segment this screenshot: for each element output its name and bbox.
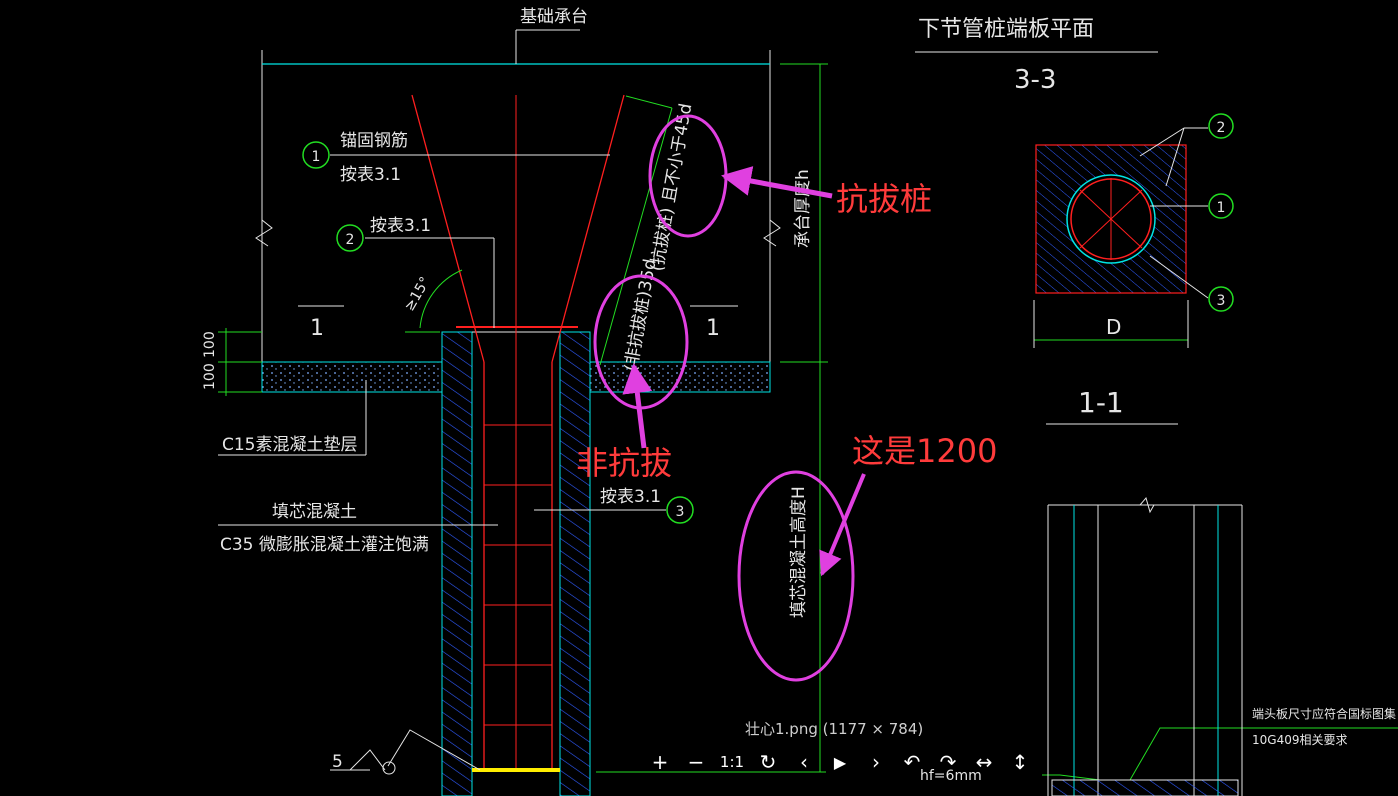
rotate-right-button[interactable]: ↷ (939, 750, 957, 774)
section-1-right: 1 (706, 316, 720, 341)
callout-1-left: 1 (312, 149, 321, 165)
note-line-1: 端头板尺寸应符合国标图集 (1252, 706, 1396, 721)
uplift-anchor-label: (抗拔桩) 且不小于45d (647, 102, 696, 273)
refresh-button[interactable]: ↻ (759, 750, 777, 774)
callout-3-right: 3 (1217, 293, 1226, 309)
section-1-1: 1-1 (1078, 386, 1124, 419)
markup-annotations: 抗拔桩 非抗拔 这是1200 (576, 114, 997, 682)
dim-100-bottom: 100 (202, 363, 218, 390)
c15-cushion-label: C15素混凝土垫层 (222, 435, 358, 455)
callout-3-left: 3 (676, 504, 685, 520)
top-label: 基础承台 (520, 7, 588, 27)
pile-section-detail (1047, 496, 1243, 796)
note-line-2: 10G409相关要求 (1252, 733, 1347, 747)
c35-label: C35 微膨胀混凝土灌注饱满 (220, 535, 429, 555)
section-1-left: 1 (310, 316, 324, 341)
callout-2-right: 2 (1217, 120, 1226, 136)
plan-title: 下节管桩端板平面 (918, 17, 1094, 42)
pipe-pile-walls (441, 331, 591, 796)
angle-label: ≥15° (402, 274, 434, 314)
flip-horizontal-button[interactable]: ↔ (975, 750, 993, 774)
image-viewer-toolbar: + − 1:1 ↻ ‹ ▶ › ↶ ↷ ↔ ↕ (642, 748, 1038, 776)
zoom-out-button[interactable]: − (687, 750, 705, 774)
annotation-is-1200: 这是1200 (852, 432, 997, 470)
annotation-uplift-pile: 抗拔桩 (836, 180, 932, 218)
table-3-1-label-b: 按表3.1 (370, 216, 431, 236)
dim-D: D (1106, 315, 1121, 339)
fill-height-ellipse (737, 470, 855, 682)
pile-cap-outline (255, 29, 781, 362)
viewer-caption: 壮心1.png (1177 × 784) (745, 720, 924, 738)
dimension-lines (405, 63, 1398, 781)
rebar-cage (411, 94, 625, 772)
anchor-rebar-label: 锚固钢筋 (340, 131, 408, 151)
weld-size-5: 5 (332, 752, 343, 772)
hf-label: hf=6mm (920, 768, 982, 784)
annotation-non-uplift: 非抗拔 (576, 444, 672, 482)
section-3-3: 3-3 (1014, 65, 1056, 95)
play-button[interactable]: ▶ (833, 752, 847, 772)
flip-vertical-button[interactable]: ↕ (1011, 750, 1029, 774)
table-3-1-label-a: 按表3.1 (340, 165, 401, 185)
leader-lines (218, 51, 1178, 775)
cap-thickness-label: 承台厚度h (793, 169, 813, 248)
actual-size-button[interactable]: 1:1 (719, 753, 745, 771)
rotate-left-button[interactable]: ↶ (903, 750, 921, 774)
fill-height-label: 填芯混凝土高度H (789, 486, 809, 618)
callout-1-right: 1 (1217, 200, 1226, 216)
zoom-in-button[interactable]: + (651, 750, 669, 774)
end-plate-plan (1035, 127, 1209, 299)
dim-100-top: 100 (202, 331, 218, 358)
callout-circles: 1 2 3 2 1 3 (302, 113, 1234, 524)
table-3-1-label-c: 按表3.1 (600, 487, 661, 507)
callout-2-left: 2 (346, 232, 355, 248)
prev-button[interactable]: ‹ (800, 750, 808, 774)
fill-concrete-label: 填芯混凝土 (272, 502, 357, 522)
next-button[interactable]: › (872, 750, 880, 774)
